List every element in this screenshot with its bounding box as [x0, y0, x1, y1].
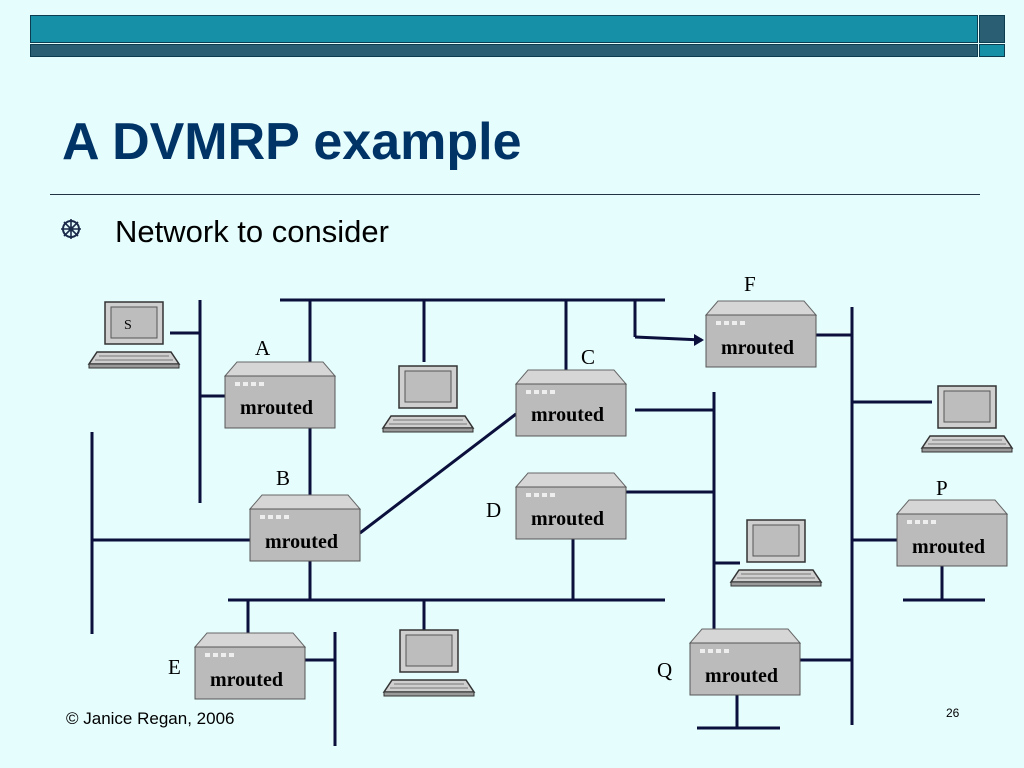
router-e-label: E: [168, 655, 181, 679]
header-corner-square-lower: [979, 44, 1005, 57]
router-b-text: mrouted: [265, 531, 338, 553]
router-d-label: D: [486, 498, 501, 522]
router-d-text: mrouted: [531, 508, 604, 530]
laptop-icon: [383, 629, 475, 697]
network-links: [90, 298, 985, 746]
host-s-label: S: [124, 318, 132, 333]
router-a-label: A: [255, 336, 271, 360]
bullet-text: Network to consider: [115, 214, 389, 249]
router-f: F mrouted: [705, 272, 817, 368]
wheel-icon: [61, 219, 81, 239]
router-f-label: F: [744, 272, 756, 296]
header-corner-square: [979, 15, 1005, 43]
copyright-footer: © Janice Regan, 2006: [66, 709, 235, 728]
laptop-icon: [730, 519, 822, 587]
router-p-text: mrouted: [912, 536, 985, 558]
router-c: C mrouted: [515, 345, 627, 437]
router-e-text: mrouted: [210, 669, 283, 691]
laptop-icon: [382, 365, 474, 433]
slide-title: A DVMRP example: [62, 113, 522, 171]
title-divider: [50, 194, 980, 195]
router-c-text: mrouted: [531, 404, 604, 426]
router-b: B mrouted: [249, 466, 361, 562]
router-c-label: C: [581, 345, 595, 369]
router-b-label: B: [276, 466, 290, 490]
router-p-label: P: [936, 476, 948, 500]
host-s-laptop: S: [88, 301, 180, 369]
laptop-icon: [921, 385, 1013, 453]
router-d: D mrouted: [486, 472, 627, 540]
router-e: E mrouted: [168, 632, 306, 700]
router-a-text: mrouted: [240, 397, 313, 419]
router-q-text: mrouted: [705, 665, 778, 687]
router-q-label: Q: [657, 658, 672, 682]
router-a: A mrouted: [224, 336, 336, 429]
router-p: P mrouted: [896, 476, 1008, 567]
header-stripe: [30, 44, 978, 57]
page-number: 26: [946, 706, 960, 720]
header-bar: [30, 15, 978, 43]
router-q: Q mrouted: [657, 628, 801, 696]
router-f-text: mrouted: [721, 337, 794, 359]
arrowhead: [694, 334, 704, 346]
